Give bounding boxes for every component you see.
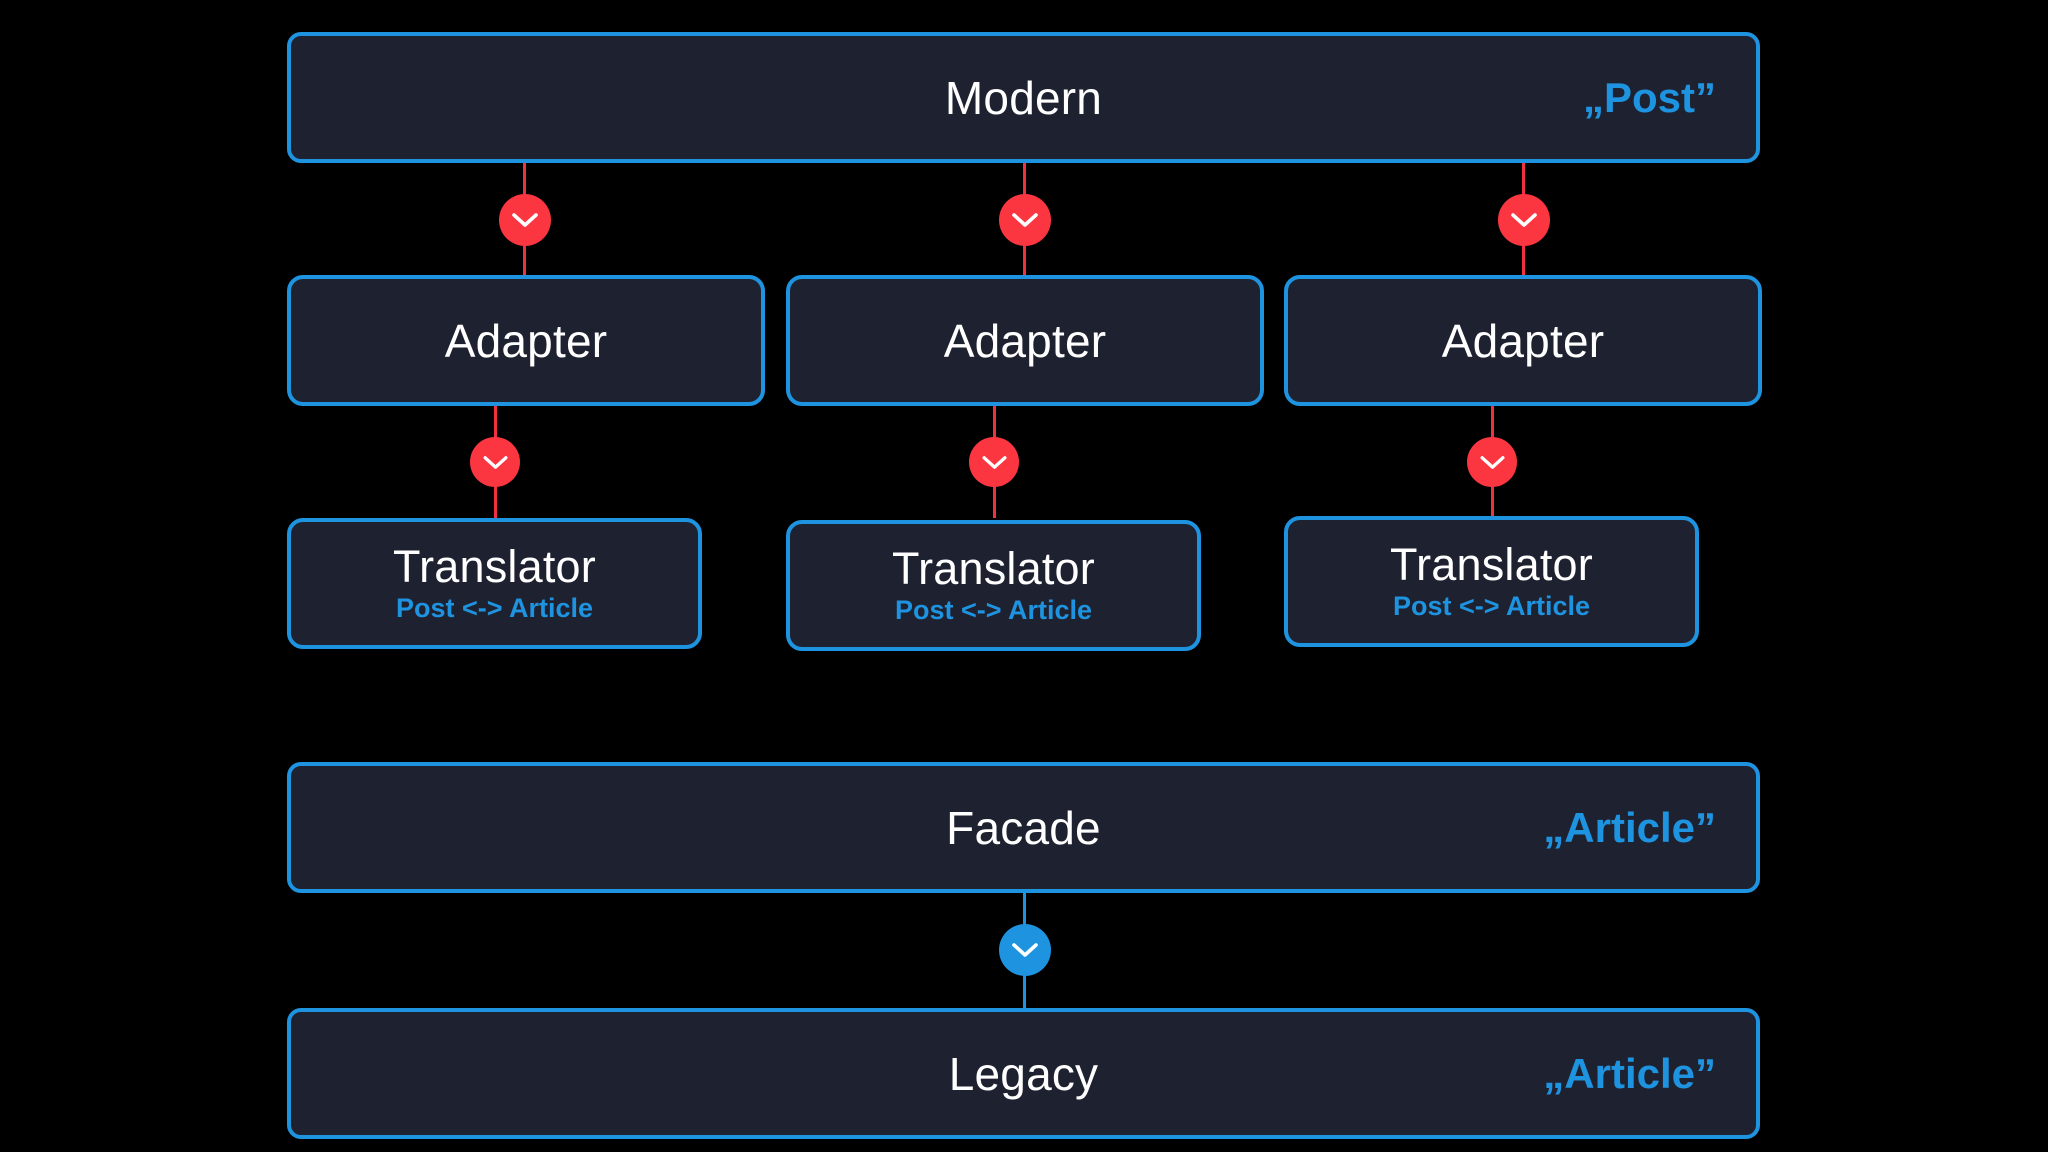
- facade-node-annotation: „Article”: [1543, 803, 1716, 851]
- adapter-node-1[interactable]: Adapter: [287, 275, 765, 406]
- translator-node-2-label: Translator: [892, 542, 1095, 594]
- translator-node-3-label: Translator: [1390, 538, 1593, 590]
- connector-adapter-to-translator-1[interactable]: [470, 437, 520, 487]
- modern-node-label: Modern: [944, 71, 1103, 124]
- legacy-node-inner: Legacy „Article”: [291, 1012, 1756, 1135]
- connector-adapter-to-translator-3[interactable]: [1467, 437, 1517, 487]
- chevron-down-icon: [512, 212, 538, 228]
- translator-node-3-sublabel: Post <-> Article: [1392, 590, 1591, 621]
- chevron-down-icon: [982, 455, 1007, 470]
- adapter-node-3-label: Adapter: [1441, 314, 1605, 367]
- chevron-down-icon: [483, 455, 508, 470]
- chevron-down-icon: [1480, 455, 1505, 470]
- translator-node-1-sublabel: Post <-> Article: [395, 592, 594, 623]
- facade-node-inner: Facade „Article”: [291, 766, 1756, 889]
- translator-node-2-sublabel: Post <-> Article: [894, 594, 1093, 625]
- legacy-node-annotation: „Article”: [1543, 1049, 1716, 1097]
- modern-node[interactable]: Modern „Post”: [287, 32, 1760, 163]
- connector-adapter-to-translator-2[interactable]: [969, 437, 1019, 487]
- translator-node-1-inner: Translator Post <-> Article: [291, 521, 698, 646]
- adapter-node-2-label: Adapter: [943, 314, 1107, 367]
- connector-modern-to-adapter-2[interactable]: [999, 194, 1051, 246]
- translator-node-3-inner: Translator Post <-> Article: [1288, 519, 1695, 644]
- translator-node-1[interactable]: Translator Post <-> Article: [287, 518, 702, 649]
- modern-node-inner: Modern „Post”: [291, 36, 1756, 159]
- connector-facade-to-legacy[interactable]: [999, 924, 1051, 976]
- translator-node-2[interactable]: Translator Post <-> Article: [786, 520, 1201, 651]
- legacy-node[interactable]: Legacy „Article”: [287, 1008, 1760, 1139]
- connector-modern-to-adapter-3[interactable]: [1498, 194, 1550, 246]
- legacy-node-label: Legacy: [948, 1047, 1099, 1100]
- facade-node[interactable]: Facade „Article”: [287, 762, 1760, 893]
- adapter-node-1-label: Adapter: [444, 314, 608, 367]
- chevron-down-icon: [1012, 212, 1038, 228]
- chevron-down-icon: [1012, 942, 1038, 958]
- translator-node-3[interactable]: Translator Post <-> Article: [1284, 516, 1699, 647]
- chevron-down-icon: [1511, 212, 1537, 228]
- connector-modern-to-adapter-1[interactable]: [499, 194, 551, 246]
- translator-node-1-label: Translator: [393, 540, 596, 592]
- facade-node-label: Facade: [946, 801, 1101, 854]
- modern-node-annotation: „Post”: [1582, 73, 1716, 121]
- adapter-node-2[interactable]: Adapter: [786, 275, 1264, 406]
- translator-node-2-inner: Translator Post <-> Article: [790, 523, 1197, 648]
- adapter-node-3[interactable]: Adapter: [1284, 275, 1762, 406]
